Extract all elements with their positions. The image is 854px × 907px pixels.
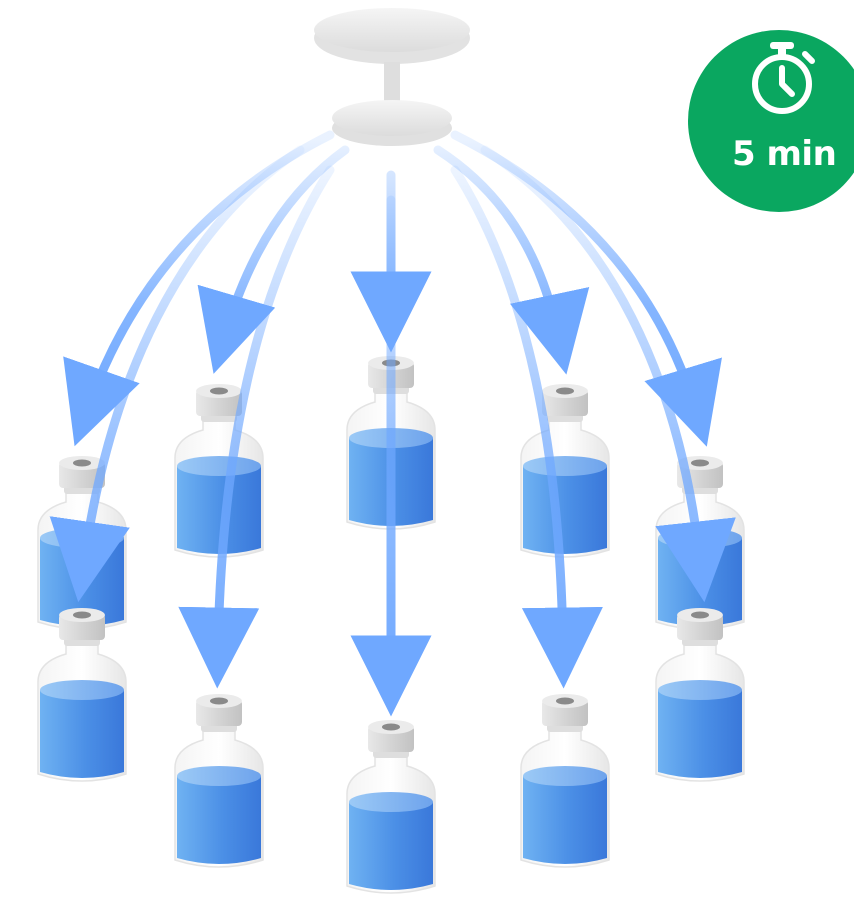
dispense-arrow xyxy=(197,145,350,374)
dispense-arrow xyxy=(178,165,335,689)
arrows-group xyxy=(49,130,736,717)
stopwatch-icon xyxy=(752,42,815,114)
dispense-arrow xyxy=(450,165,603,689)
vial xyxy=(655,608,745,782)
vial xyxy=(37,456,127,630)
timer-label: 5 min xyxy=(732,134,837,174)
dispenser-head-icon xyxy=(314,8,470,146)
dispense-arrow xyxy=(480,145,736,603)
vial xyxy=(174,384,264,558)
dispense-arrow xyxy=(450,130,722,447)
vial xyxy=(37,608,127,782)
dispense-arrow xyxy=(63,130,335,447)
dispense-arrow xyxy=(433,145,590,375)
vial xyxy=(520,384,610,558)
vial xyxy=(174,694,264,868)
vial xyxy=(346,720,436,894)
timer-badge: 5 min xyxy=(688,30,854,212)
dispense-arrow xyxy=(49,145,305,603)
vial xyxy=(520,694,610,868)
